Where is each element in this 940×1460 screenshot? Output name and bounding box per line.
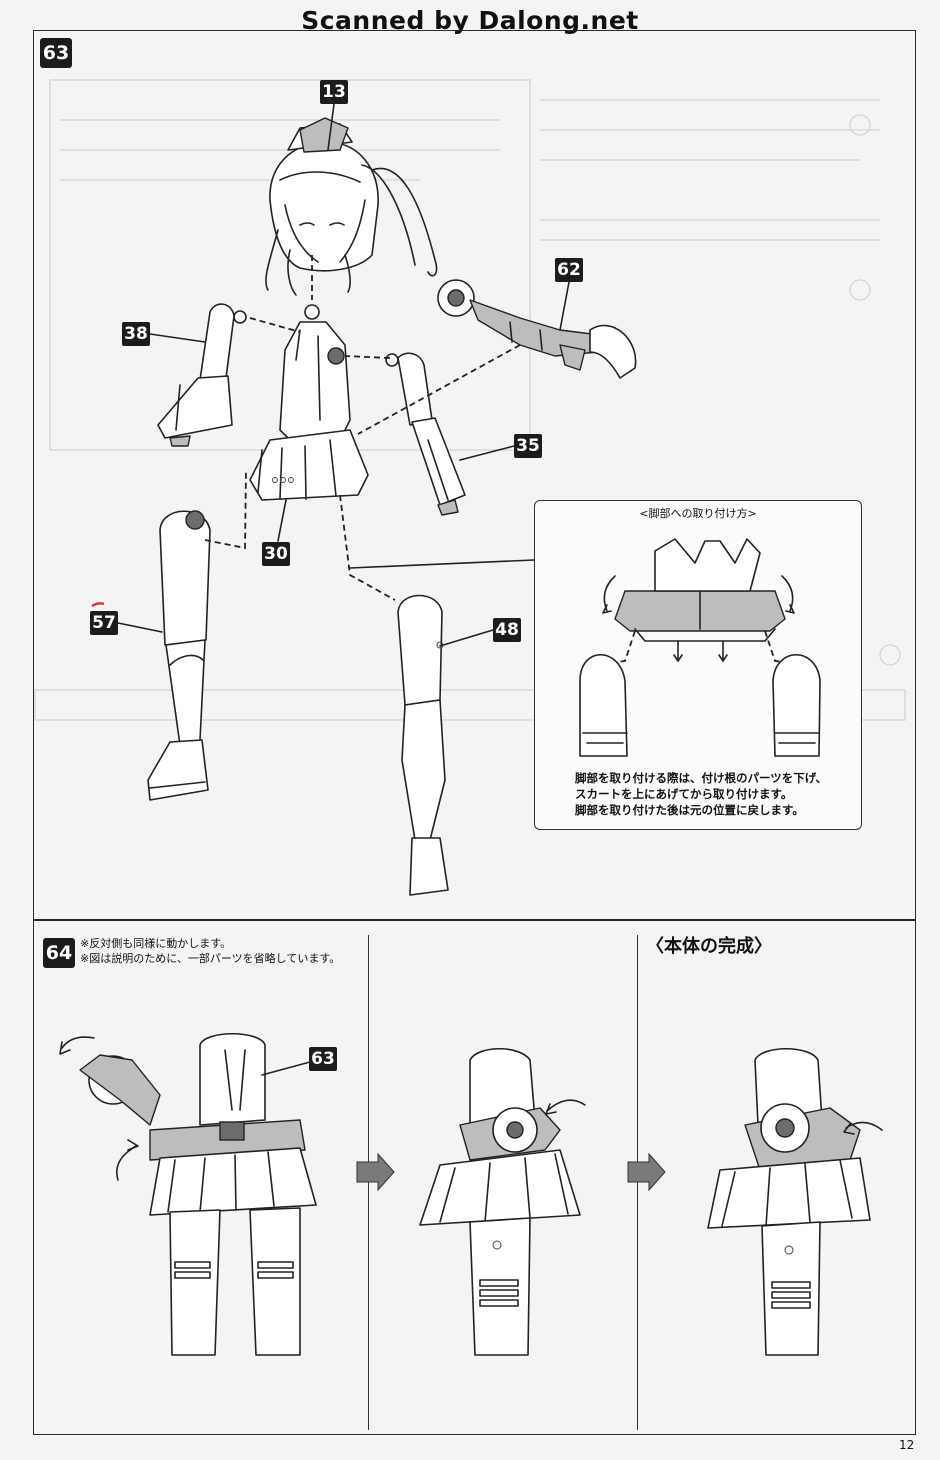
step-63-badge: 63 (40, 38, 72, 68)
part-tag-13: 13 (320, 80, 348, 104)
step-64-badge: 64 (43, 938, 75, 968)
page-number: 12 (899, 1438, 915, 1452)
part-tag-57: 57 (90, 611, 118, 635)
callout-illustration (579, 538, 821, 757)
callout-title: <脚部への取り付け方> (639, 507, 757, 520)
callout-line-3: 脚部を取り付けた後は元の位置に戻します。 (575, 803, 804, 817)
part-tag-35: 35 (514, 434, 542, 458)
step-64-panel (33, 920, 916, 1435)
callout-line-1: 脚部を取り付ける際は、付け根のパーツを下げ、 (575, 771, 827, 785)
part-tag-48: 48 (493, 618, 521, 642)
completion-title: 〈本体の完成〉 (646, 936, 772, 957)
part-tag-38: 38 (122, 322, 150, 346)
callout-line-2: スカートを上にあげてから取り付けます。 (575, 787, 793, 801)
part-tag-62: 62 (555, 258, 583, 282)
step-64-note-1: ※反対側も同様に動かします。 (80, 937, 232, 950)
part-tag-63: 63 (309, 1047, 337, 1071)
step-64-note-2: ※図は説明のために、一部パーツを省略しています。 (80, 952, 341, 965)
step-63-panel (33, 30, 916, 920)
part-tag-30: 30 (262, 542, 290, 566)
leg-attachment-callout: <脚部への取り付け方> 脚部を取り付ける際は、付け根のパーツを下げ、 スカートを… (534, 500, 862, 830)
